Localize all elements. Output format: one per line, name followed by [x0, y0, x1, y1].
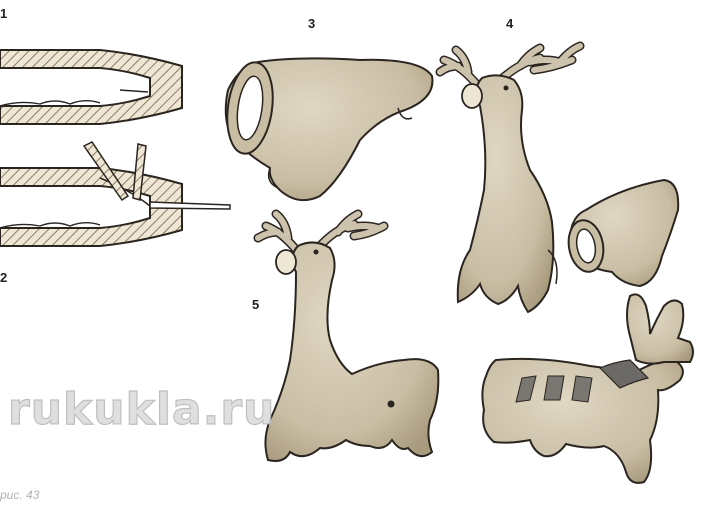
step3-hollow-form — [222, 58, 433, 200]
step1-cross-section — [0, 50, 182, 124]
step2-cutting-section — [0, 142, 230, 246]
step-label-3: 3 — [308, 16, 315, 31]
step-label-2: 2 — [0, 270, 7, 285]
step-label-5: 5 — [252, 297, 259, 312]
watermark: rukukla.ru — [8, 384, 275, 435]
step-label-1: 1 — [0, 6, 7, 21]
step4-deer — [440, 46, 678, 312]
figure-caption: рис. 43 — [0, 488, 39, 502]
step-label-4: 4 — [506, 16, 513, 31]
step6-body — [482, 294, 693, 483]
step5-deer — [258, 214, 438, 461]
